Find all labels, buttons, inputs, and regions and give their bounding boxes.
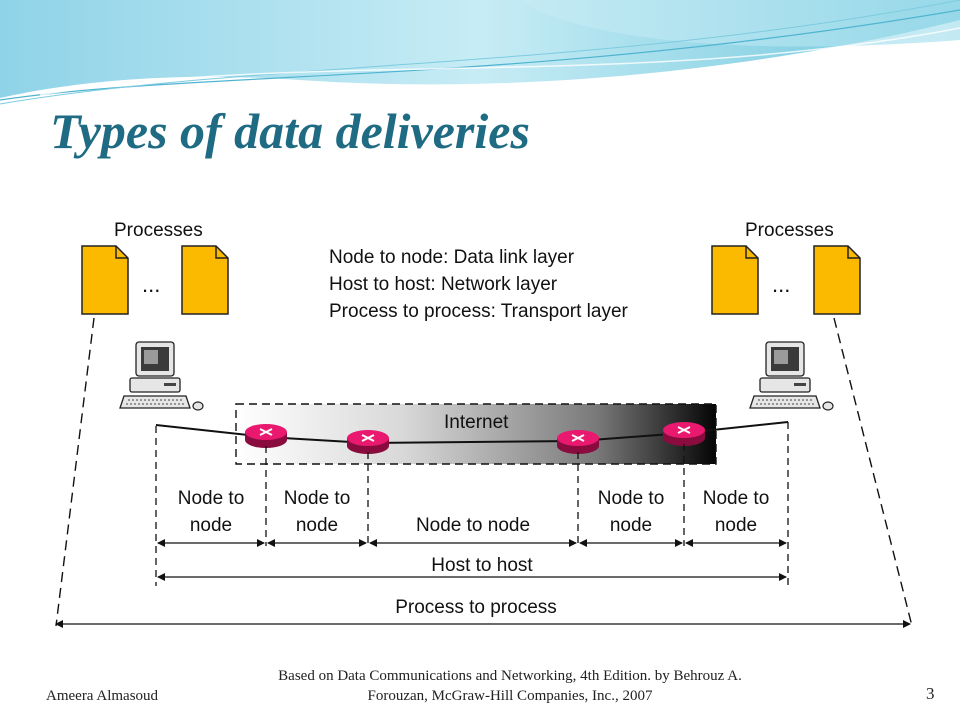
process-document-icon xyxy=(81,245,129,315)
header-wave-decoration xyxy=(0,0,960,105)
router-icon xyxy=(663,422,705,446)
internet-cloud-region xyxy=(236,404,716,464)
router-icon xyxy=(347,430,389,454)
footer-source-line-1: Based on Data Communications and Network… xyxy=(278,668,742,684)
segment-label: Node to xyxy=(598,488,665,509)
ellipsis-left: ... xyxy=(142,272,160,297)
segment-label: Node to xyxy=(284,488,351,509)
host-computer-icon-left xyxy=(119,341,204,411)
segment-label: node xyxy=(190,515,232,536)
segment-label: node xyxy=(610,515,652,536)
processes-label-right: Processes xyxy=(745,220,834,241)
footer-source-citation: Based on Data Communications and Network… xyxy=(230,666,790,706)
legend-process-to-process: Process to process: Transport layer xyxy=(329,301,629,322)
segment-label: node xyxy=(715,515,757,536)
processes-label-left: Processes xyxy=(114,220,203,241)
process-document-icon xyxy=(813,245,861,315)
footer-author: Ameera Almasoud xyxy=(46,688,159,704)
diagram-canvas: Processes Processes ... ... Node to node… xyxy=(55,220,913,628)
slide-title: Types of data deliveries xyxy=(50,103,530,159)
process-document-icon xyxy=(181,245,229,315)
process-document-icon xyxy=(711,245,759,315)
data-delivery-diagram: Processes Processes ... ... Node to node… xyxy=(52,216,914,638)
router-icon xyxy=(245,424,287,448)
footer-source-line-2: Forouzan, McGraw-Hill Companies, Inc., 2… xyxy=(367,688,653,704)
segment-label: node xyxy=(296,515,338,536)
segment-label: Node to node xyxy=(416,515,530,536)
process-to-process-label: Process to process xyxy=(395,597,557,618)
router-icon xyxy=(557,430,599,454)
segment-label: Node to xyxy=(703,488,770,509)
ellipsis-right: ... xyxy=(772,272,790,297)
legend-node-to-node: Node to node: Data link layer xyxy=(329,247,575,268)
legend-host-to-host: Host to host: Network layer xyxy=(329,274,558,295)
host-to-host-label: Host to host xyxy=(431,555,533,576)
host-computer-icon-right xyxy=(749,341,834,411)
page-number: 3 xyxy=(926,684,935,703)
internet-label: Internet xyxy=(444,412,509,433)
segment-label: Node to xyxy=(178,488,245,509)
